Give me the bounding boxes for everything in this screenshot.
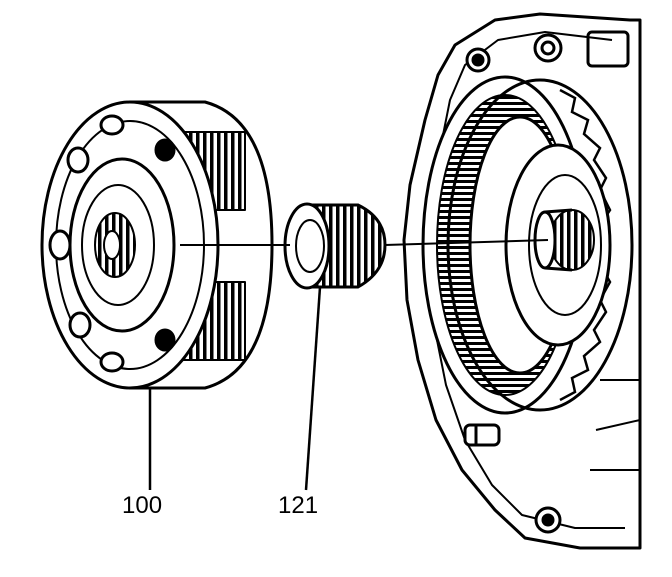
case-center-hub: [504, 143, 612, 347]
ring-gear-assembly-100: [40, 100, 274, 390]
leader-lines: [148, 286, 322, 491]
alignment-line: [180, 239, 549, 246]
sun-gear-121: [283, 202, 387, 290]
callout-label-121: 121: [278, 492, 319, 519]
callout-label-100: 100: [122, 492, 163, 519]
